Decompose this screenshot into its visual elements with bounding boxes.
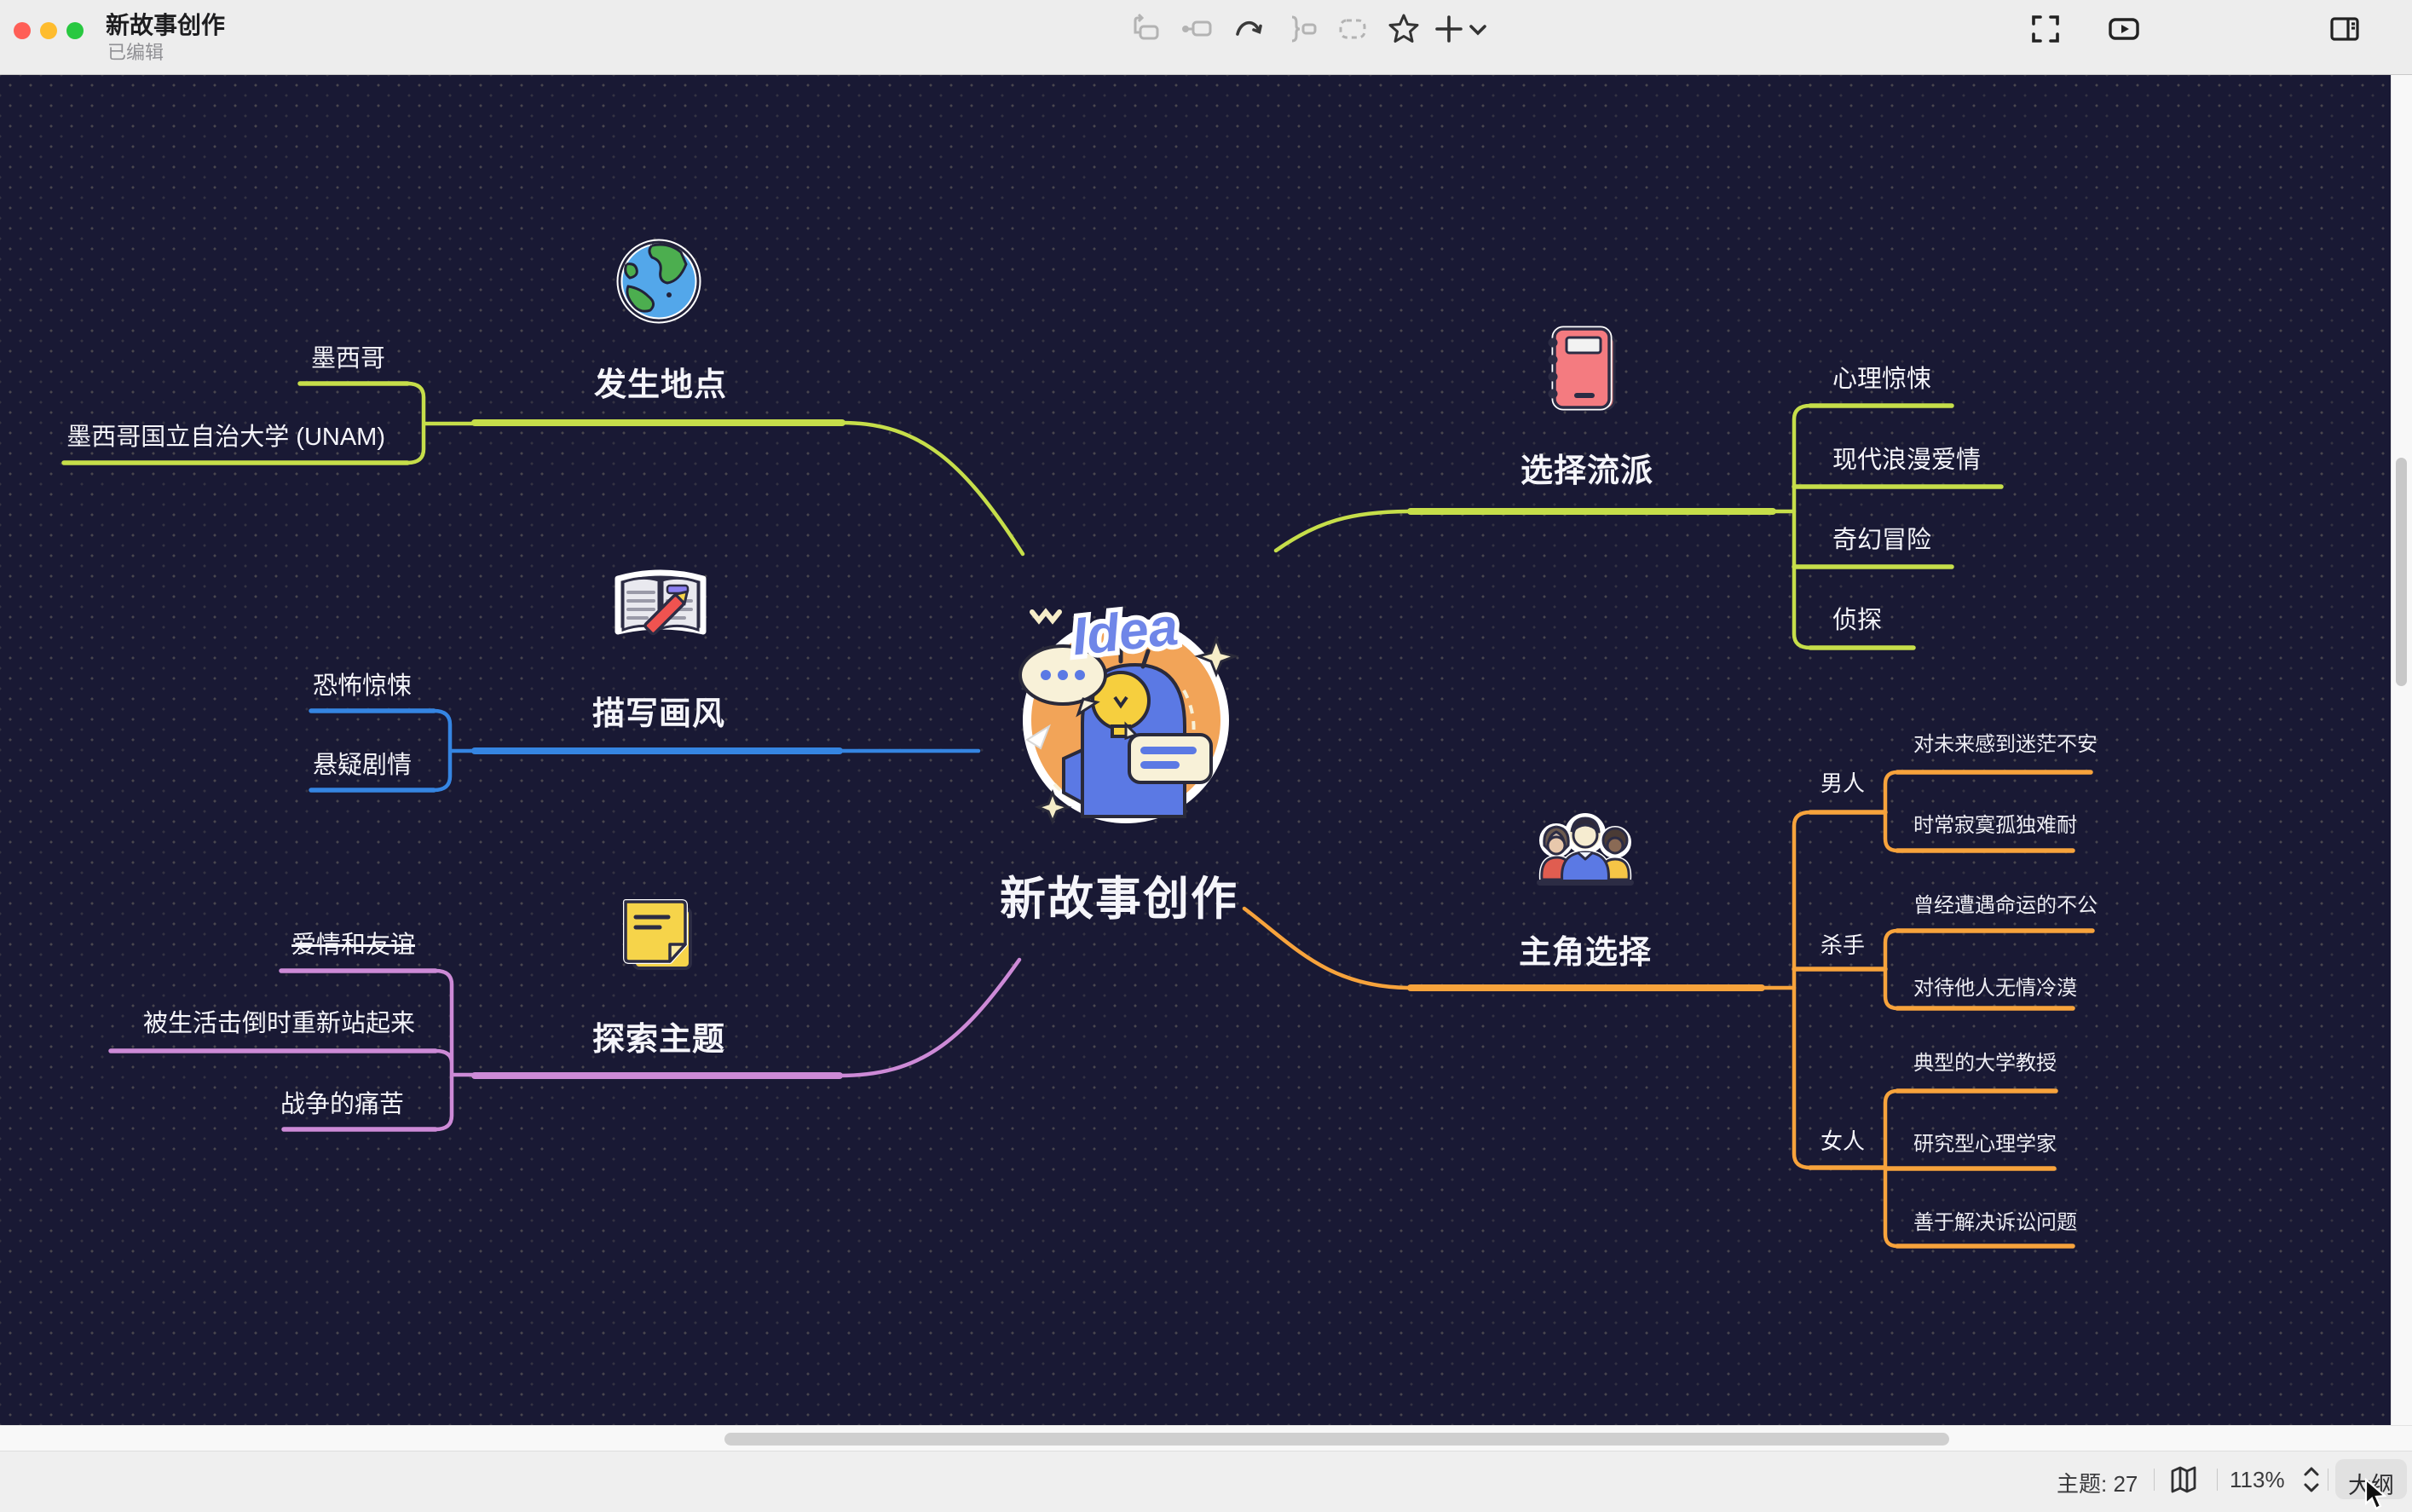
close-window-button[interactable] [14,22,31,39]
relationship-icon[interactable] [1231,10,1268,48]
minimize-window-button[interactable] [40,22,57,39]
subtopic-horror[interactable]: 恐怖惊悚 [312,672,412,700]
subtopic-woman-detail-3[interactable]: 善于解决诉讼问题 [1913,1211,2077,1234]
subtopic-psych-thriller[interactable]: 心理惊悚 [1832,366,1932,393]
insert-plus-icon[interactable] [1430,10,1468,48]
branch-connector-lines [61,381,2095,1249]
people-icon[interactable] [1530,808,1641,889]
boundary-icon[interactable] [1334,10,1371,48]
notebook-icon[interactable] [1539,324,1624,416]
vertical-scrollbar-thumb[interactable] [2396,458,2407,686]
subtopic-killer[interactable]: 杀手 [1821,932,1866,958]
sticky-notes-icon[interactable] [619,895,700,978]
subtopic-unam[interactable]: 墨西哥国立自治大学 (UNAM) [66,424,385,451]
statusbar-divider [2217,1469,2218,1491]
subtopic-killer-detail-2[interactable]: 对待他人无情冷漠 [1913,977,2077,1000]
book-pencil-icon[interactable] [609,567,712,656]
marker-star-icon[interactable] [1385,10,1422,48]
insert-dropdown-icon[interactable] [1459,10,1486,48]
window-title: 新故事创作 [106,12,226,38]
main-topic-themes[interactable]: 探索主题 [591,1022,726,1058]
window-titlebar: 新故事创作 已编辑 [0,0,2412,75]
subtopic-woman-detail-1[interactable]: 典型的大学教授 [1913,1052,2057,1075]
idea-sticker[interactable]: Idea [1001,588,1244,840]
mindmap-canvas[interactable]: Idea 新故事创作 发生地点 墨西哥 墨西哥国立自治大学 (UNAM) 描写画… [0,75,2412,1425]
format-panel-icon[interactable] [2326,10,2363,48]
window-edit-status: 已编辑 [107,42,164,63]
topic-count: 主题: 27 [2057,1471,2138,1497]
statusbar-divider [2154,1469,2155,1491]
insert-topic-icon[interactable] [1128,10,1166,48]
horizontal-scrollbar-track[interactable] [0,1425,2412,1451]
central-topic[interactable]: 新故事创作 [1000,874,1238,925]
main-topic-style[interactable]: 描写画风 [591,696,726,732]
subtopic-love-friendship[interactable]: 爱情和友谊 [291,932,415,959]
subtopic-suspense[interactable]: 悬疑剧情 [312,752,412,779]
subtopic-man[interactable]: 男人 [1821,770,1866,796]
presentation-play-icon[interactable] [2105,10,2143,48]
insert-subtopic-icon[interactable] [1179,10,1216,48]
subtopic-war-pain[interactable]: 战争的痛苦 [280,1091,404,1118]
globe-icon[interactable] [616,239,701,324]
subtopic-woman-detail-2[interactable]: 研究型心理学家 [1913,1133,2057,1156]
subtopic-modern-romance[interactable]: 现代浪漫爱情 [1832,447,1982,474]
fullscreen-window-button[interactable] [66,22,84,39]
main-topic-location[interactable]: 发生地点 [593,367,728,403]
summary-icon[interactable] [1282,10,1319,48]
subtopic-man-detail-1[interactable]: 对未来感到迷茫不安 [1913,733,2098,756]
zoom-stepper-icon[interactable] [2297,1463,2326,1497]
zoom-level[interactable]: 113% [2230,1467,2285,1492]
subtopic-fantasy-adventure[interactable]: 奇幻冒险 [1832,527,1932,554]
subtopic-stand-up[interactable]: 被生活击倒时重新站起来 [142,1010,415,1037]
status-bar: 主题: 27 113% 大纲 [0,1451,2412,1506]
mouse-cursor [2364,1478,2387,1510]
vertical-scrollbar-track[interactable] [2391,75,2412,1425]
map-overview-icon[interactable] [2167,1463,2200,1496]
horizontal-scrollbar-thumb[interactable] [724,1433,1949,1446]
main-topic-protagonist[interactable]: 主角选择 [1518,935,1653,971]
idea-sticker-text: Idea [1070,597,1181,667]
zen-mode-icon[interactable] [2027,10,2064,48]
main-topic-genre[interactable]: 选择流派 [1520,453,1654,489]
subtopic-woman[interactable]: 女人 [1821,1128,1866,1154]
subtopic-detective[interactable]: 侦探 [1832,607,1883,634]
subtopic-man-detail-2[interactable]: 时常寂寞孤独难耐 [1913,814,2077,837]
subtopic-mexico[interactable]: 墨西哥 [310,345,385,372]
subtopic-killer-detail-1[interactable]: 曾经遭遇命运的不公 [1913,894,2098,917]
